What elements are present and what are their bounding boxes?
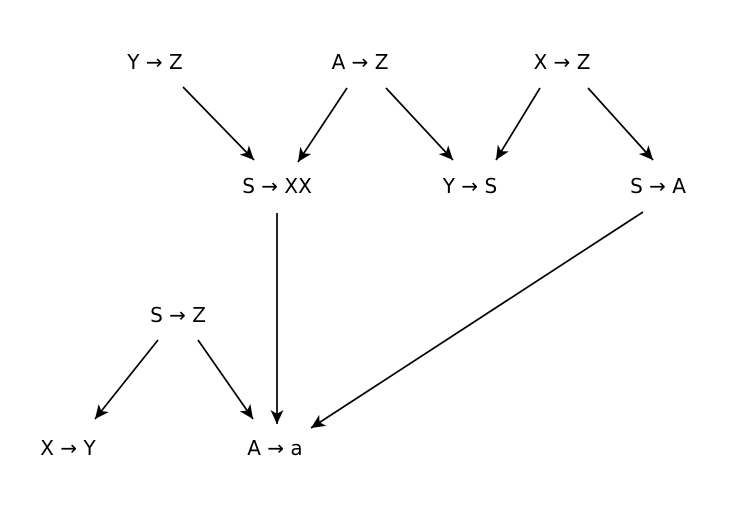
node-a-to-z: A → Z <box>332 50 389 74</box>
node-y-to-s: Y → S <box>442 174 497 198</box>
node-s-to-a: S → A <box>630 174 686 198</box>
edge-x-to-z--y-to-s <box>495 87 541 161</box>
node-y-to-z: Y → Z <box>126 50 182 74</box>
node-s-to-xx: S → XX <box>242 174 312 198</box>
node-a-to-a: A → a <box>247 436 302 460</box>
edge-x-to-z--s-to-a <box>587 87 654 161</box>
node-x-to-y: X → Y <box>40 436 96 460</box>
edge-s-to-z--a-to-a <box>197 339 254 420</box>
edge-s-to-z--x-to-y <box>94 339 159 420</box>
edge-s-to-a--a-to-a <box>310 211 644 429</box>
node-x-to-z: X → Z <box>534 50 591 74</box>
edge-a-to-z--s-to-xx <box>297 87 348 163</box>
edge-y-to-z--s-to-xx <box>182 86 255 161</box>
node-s-to-z: S → Z <box>150 303 206 327</box>
edge-a-to-z--y-to-s <box>385 87 454 161</box>
